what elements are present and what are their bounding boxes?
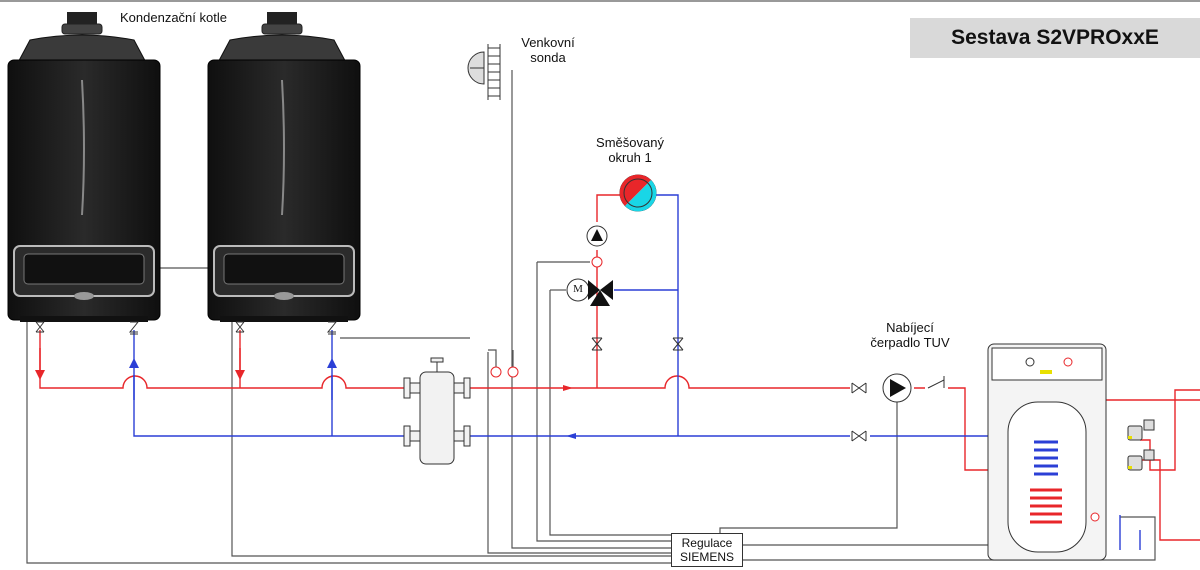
boiler-valve-icons (35, 321, 338, 335)
heating-coil-blue (1034, 440, 1058, 476)
dhw-pump-label-line1: Nabíjecí (886, 320, 934, 335)
dhw-pump-label: Nabíjecí čerpadlo TUV (850, 320, 970, 350)
mixed-circuit-label: Směšovaný okruh 1 (580, 135, 680, 165)
tap-icons (1127, 419, 1155, 471)
motor-letter: M (573, 283, 583, 295)
hydraulic-separator-icon (403, 357, 519, 465)
page-title: Sestava S2VPROxxE (951, 26, 1159, 49)
outdoor-sensor-label-line2: sonda (530, 50, 566, 65)
regulation-box: Regulace SIEMENS (671, 533, 743, 567)
flow-arrows (35, 348, 576, 439)
mixed-circuit-label-line2: okruh 1 (608, 150, 652, 165)
dhw-pump-label-line2: čerpadlo TUV (870, 335, 950, 350)
outdoor-sensor-label: Venkovní sonda (508, 35, 588, 65)
boilers-label: Kondenzační kotle (120, 10, 227, 25)
regulation-label-line2: SIEMENS (679, 550, 734, 564)
boiler-1 (7, 12, 161, 322)
mixed-circuit-label-line1: Směšovaný (596, 135, 664, 150)
mixing-valve-icon (588, 280, 600, 300)
mixed-circuit-group (566, 174, 684, 351)
heating-coil-red (1030, 488, 1062, 524)
outdoor-sensor-icon (467, 44, 501, 100)
dhw-tank-icon (987, 343, 1107, 561)
regulation-label: Regulace SIEMENS (672, 536, 742, 564)
outdoor-sensor-label-line1: Venkovní (521, 35, 575, 50)
title-box: Sestava S2VPROxxE (910, 18, 1200, 58)
regulation-label-line1: Regulace (681, 536, 733, 550)
dhw-pump-group (851, 373, 945, 442)
boiler-2 (207, 12, 361, 322)
